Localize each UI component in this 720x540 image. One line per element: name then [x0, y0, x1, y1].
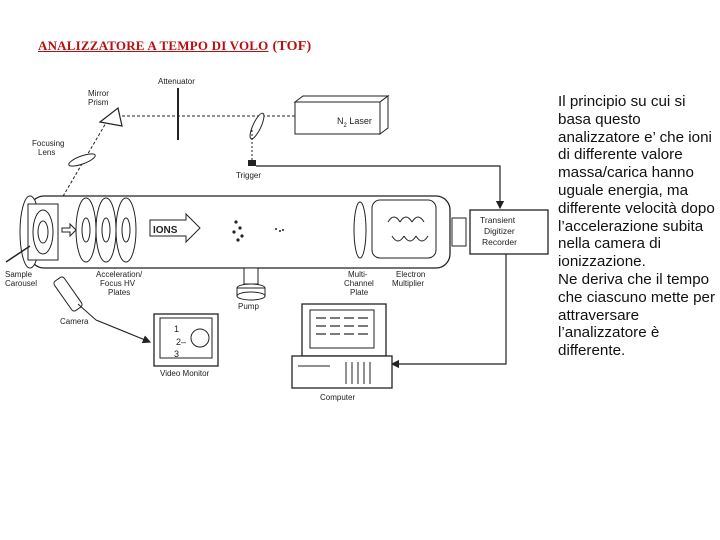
ions-arrow: IONS	[149, 212, 201, 244]
focusing-lens	[68, 153, 96, 167]
pump	[236, 267, 266, 301]
camera-label: Camera	[60, 317, 89, 326]
electron-multiplier	[371, 199, 437, 259]
focusing-lens-label-1: Focusing	[32, 139, 64, 148]
trigger-to-recorder-line	[256, 165, 505, 210]
multi-channel-plate	[353, 201, 367, 259]
svg-text:3: 3	[174, 349, 179, 359]
acceleration-plates-label-2: Focus HV	[100, 279, 136, 288]
description-paragraph-1: Il principio su cui si basa questo anali…	[558, 93, 715, 271]
camera-to-monitor-line	[95, 319, 152, 344]
n2-laser: N2 Laser	[293, 95, 390, 135]
pump-label: Pump	[238, 302, 259, 311]
sample-carousel	[5, 203, 59, 263]
computer-label: Computer	[320, 393, 355, 402]
laser-label-n: N	[337, 116, 344, 126]
title-main: ANALIZZATORE A TEMPO DI VOLO	[38, 38, 269, 53]
tof-instrument-diagram: Attenuator Mirror Prism Trigger N2 Laser…	[5, 77, 549, 402]
beam-splitter	[249, 112, 265, 140]
acceleration-plates-label-3: Plates	[108, 288, 130, 297]
laser-target-arrow	[61, 222, 77, 238]
transient-recorder-label-2: Digitizer	[484, 226, 515, 236]
trigger-sensor	[248, 160, 256, 166]
multichannel-plate-label-2: Channel	[344, 279, 374, 288]
sample-carousel-label-2: Carousel	[5, 279, 37, 288]
video-monitor: 1 2– 3	[153, 313, 219, 367]
acceleration-plates-label-1: Acceleration/	[96, 270, 143, 279]
mirror-prism-label-1: Mirror	[88, 89, 109, 98]
acceleration-plates	[75, 197, 137, 263]
ion-cloud	[232, 220, 284, 242]
ions-label: IONS	[153, 225, 178, 236]
attenuator-label: Attenuator	[158, 77, 195, 86]
mirror-prism-label-2: Prism	[88, 98, 109, 107]
multichannel-plate-label-3: Plate	[350, 288, 369, 297]
svg-text:1: 1	[174, 324, 179, 334]
transient-recorder-label-1: Transient	[480, 215, 516, 225]
multichannel-plate-label-1: Multi-	[348, 270, 368, 279]
focusing-lens-label-2: Lens	[38, 148, 55, 157]
description-text: Il principio su cui si basa questo anali…	[558, 93, 718, 360]
description-paragraph-2: Ne deriva che il tempo che ciascuno mett…	[558, 270, 716, 360]
trigger-label: Trigger	[236, 171, 261, 180]
electron-multiplier-label-1: Electron	[396, 270, 425, 279]
laser-label-subscript: 2	[344, 123, 348, 129]
title-abbreviation: (TOF)	[272, 39, 312, 54]
transient-recorder-label-3: Recorder	[482, 237, 517, 247]
page-title: ANALIZZATORE A TEMPO DI VOLO(TOF)	[38, 38, 311, 55]
sample-carousel-label-1: Sample	[5, 270, 33, 279]
computer	[291, 303, 393, 389]
svg-text:2–: 2–	[176, 337, 186, 347]
camera	[53, 276, 97, 321]
mirror-prism	[98, 106, 123, 127]
laser-label-rest: Laser	[347, 116, 372, 126]
recorder-to-computer-line	[390, 254, 507, 369]
transient-recorder	[469, 209, 549, 255]
svg-text:N2 Laser: N2 Laser	[337, 116, 372, 129]
electron-multiplier-label-2: Multiplier	[392, 279, 424, 288]
video-monitor-label: Video Monitor	[160, 369, 210, 378]
